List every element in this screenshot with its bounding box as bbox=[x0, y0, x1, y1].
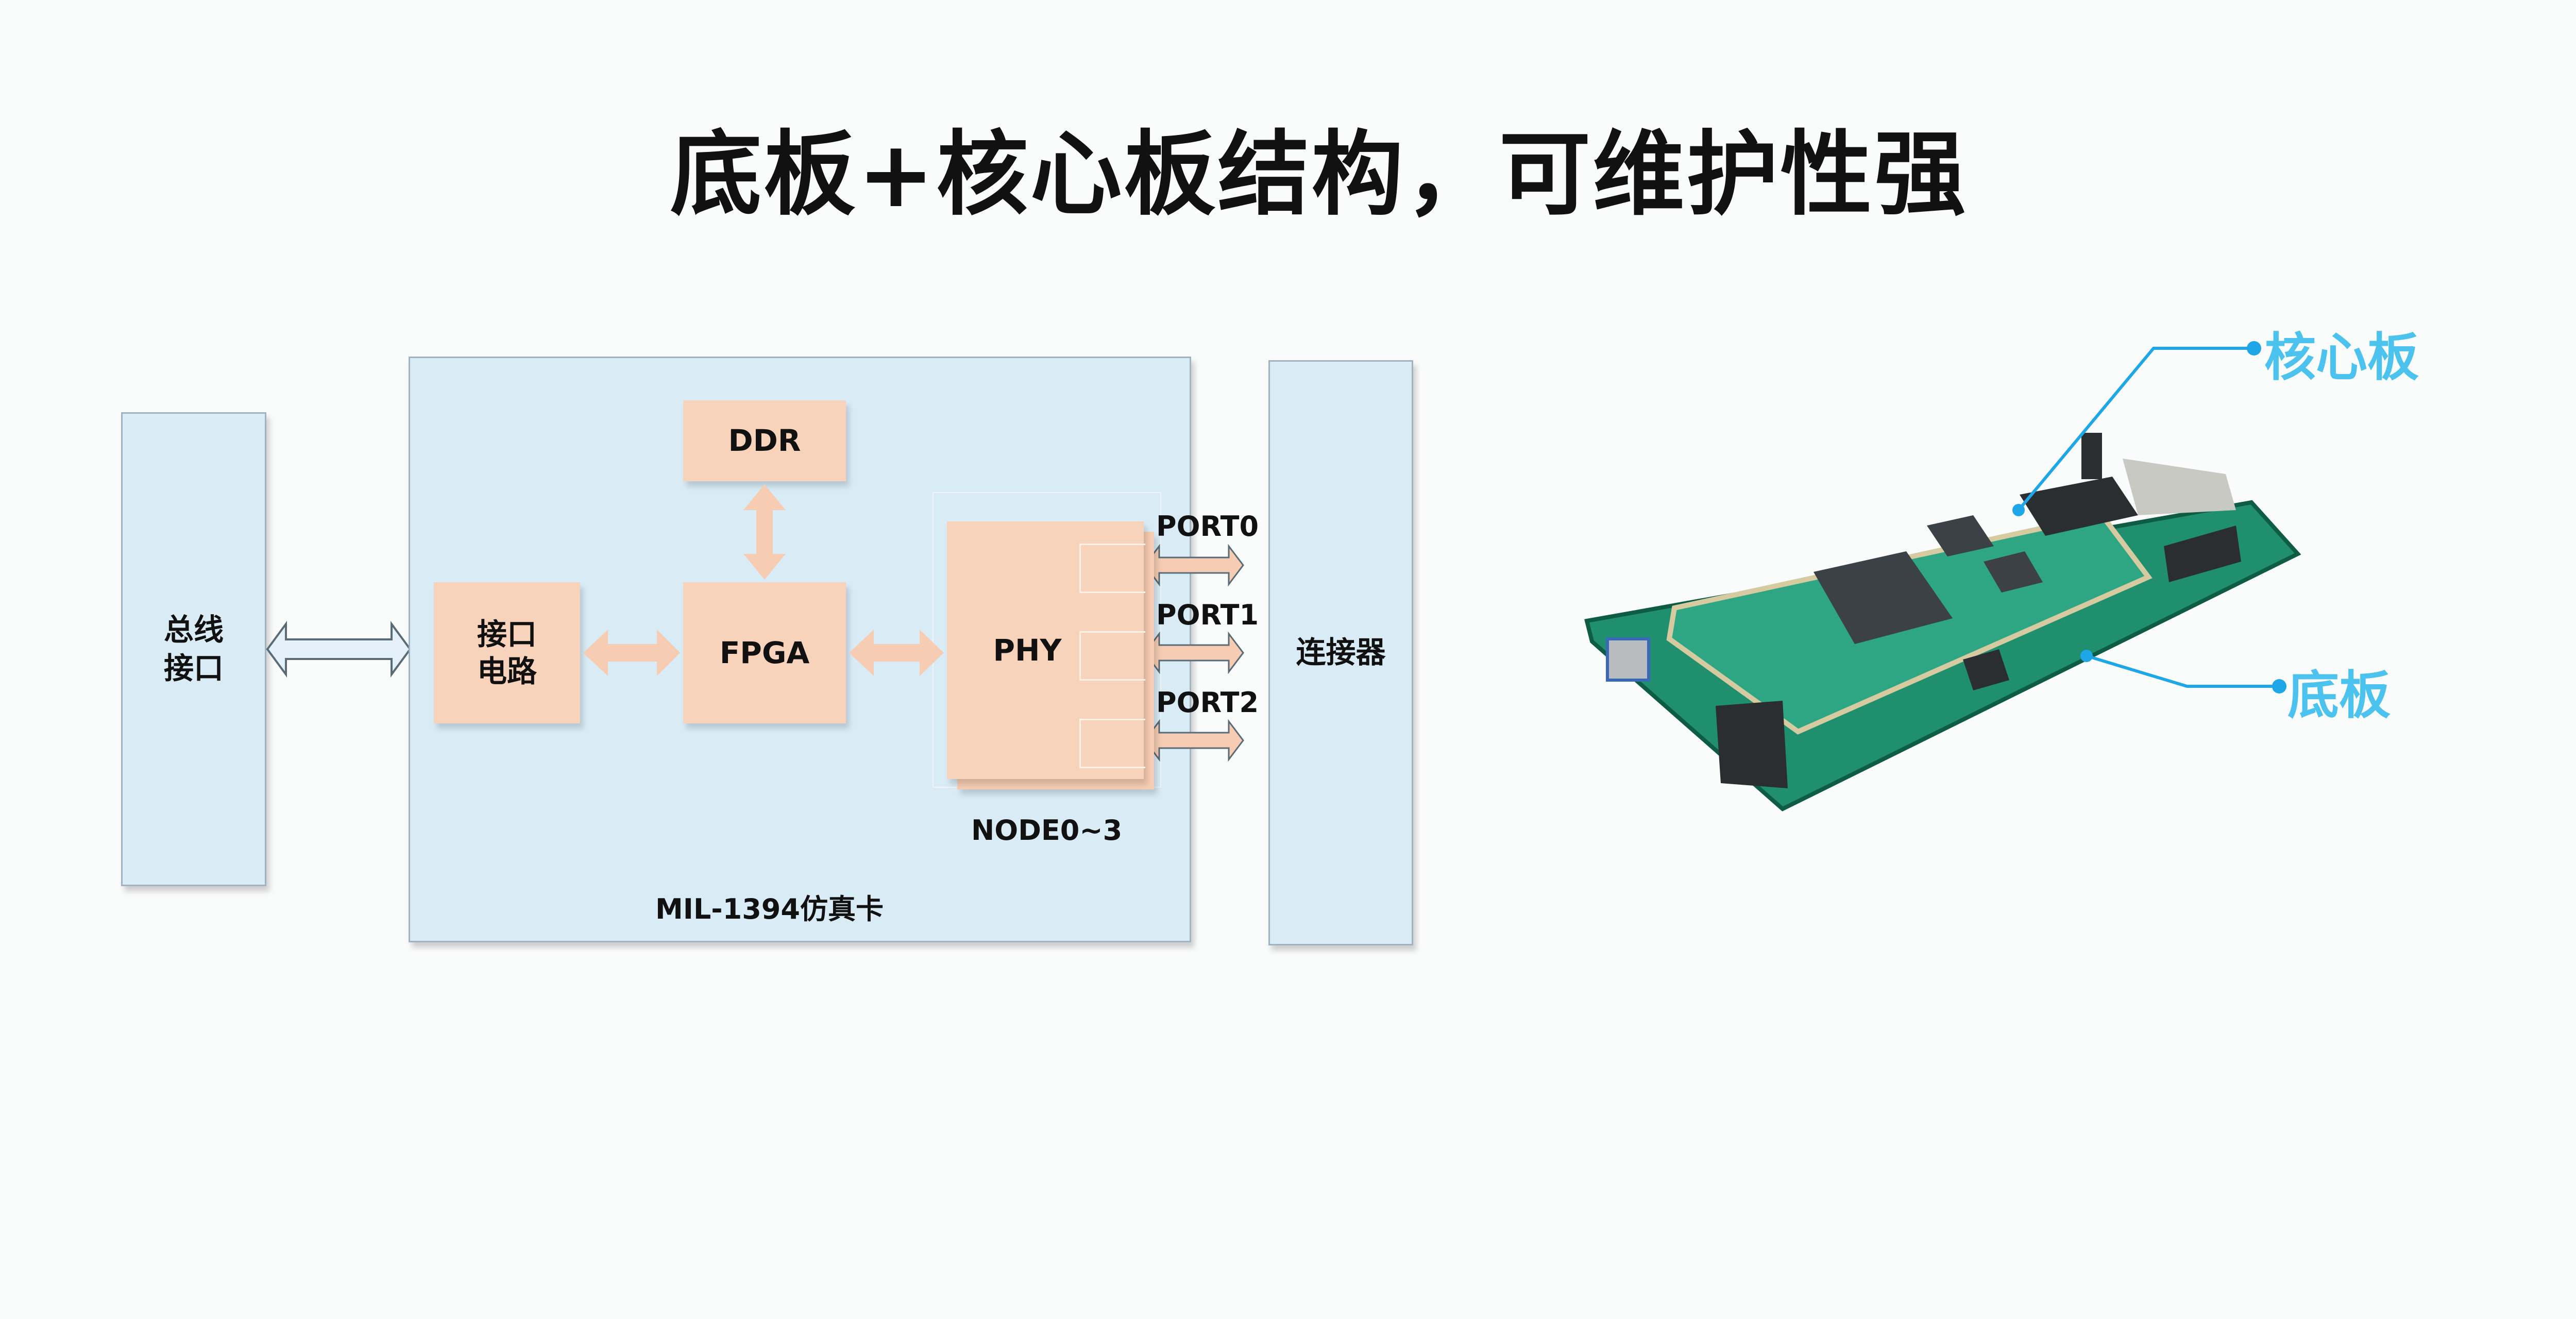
port2-label: PORT2 bbox=[1156, 686, 1259, 719]
port1-arrow bbox=[1144, 631, 1244, 674]
card-label: MIL-1394仿真卡 bbox=[655, 893, 884, 925]
jumper bbox=[2081, 433, 2102, 479]
phy-label: PHY bbox=[993, 632, 1062, 668]
ddr-block: DDR bbox=[683, 400, 846, 481]
port0-arrow bbox=[1144, 544, 1244, 587]
core-board-label: 核心板 bbox=[2264, 327, 2419, 387]
phy-port2-slot bbox=[1079, 719, 1145, 768]
port2-arrow bbox=[1144, 719, 1244, 762]
base-board-callout-line bbox=[2086, 654, 2279, 688]
page-title: 底板+核心板结构，可维护性强 bbox=[670, 121, 1968, 228]
core-board-callout-line bbox=[2017, 347, 2254, 511]
connector-header bbox=[2020, 477, 2138, 536]
fpga-block: FPGA bbox=[683, 582, 846, 723]
phy-block: PHY bbox=[947, 521, 1144, 779]
right-header bbox=[2164, 526, 2241, 582]
port1-label: PORT1 bbox=[1156, 599, 1259, 631]
core-board-anchor-dot bbox=[2012, 504, 2025, 516]
phy-port1-slot bbox=[1079, 631, 1145, 681]
ddr-fpga-arrow bbox=[743, 484, 786, 580]
connector-block: 连接器 bbox=[1268, 360, 1413, 945]
base-board-anchor-dot bbox=[2080, 650, 2093, 662]
node-label: NODE0~3 bbox=[971, 814, 1123, 847]
chip-2 bbox=[1984, 551, 2043, 593]
fpga-phy-arrow bbox=[849, 630, 944, 676]
fpga-chip bbox=[1814, 551, 1953, 644]
db-connector bbox=[2123, 459, 2236, 515]
phy-port0-slot bbox=[1079, 544, 1145, 593]
power-jack bbox=[1716, 701, 1788, 788]
usb-port bbox=[1606, 637, 1650, 682]
base-board-callout-dot bbox=[2272, 679, 2286, 694]
interface-circuit-block: 接口 电路 bbox=[434, 582, 580, 723]
core-board-callout-dot bbox=[2247, 341, 2261, 356]
interface-fpga-arrow bbox=[583, 630, 680, 676]
chip-1 bbox=[1927, 515, 1994, 556]
bus-interface-block: 总线 接口 bbox=[121, 412, 266, 886]
base-board-label: 底板 bbox=[2287, 665, 2391, 725]
ribbon-header bbox=[1963, 649, 2009, 690]
port0-label: PORT0 bbox=[1156, 510, 1259, 543]
